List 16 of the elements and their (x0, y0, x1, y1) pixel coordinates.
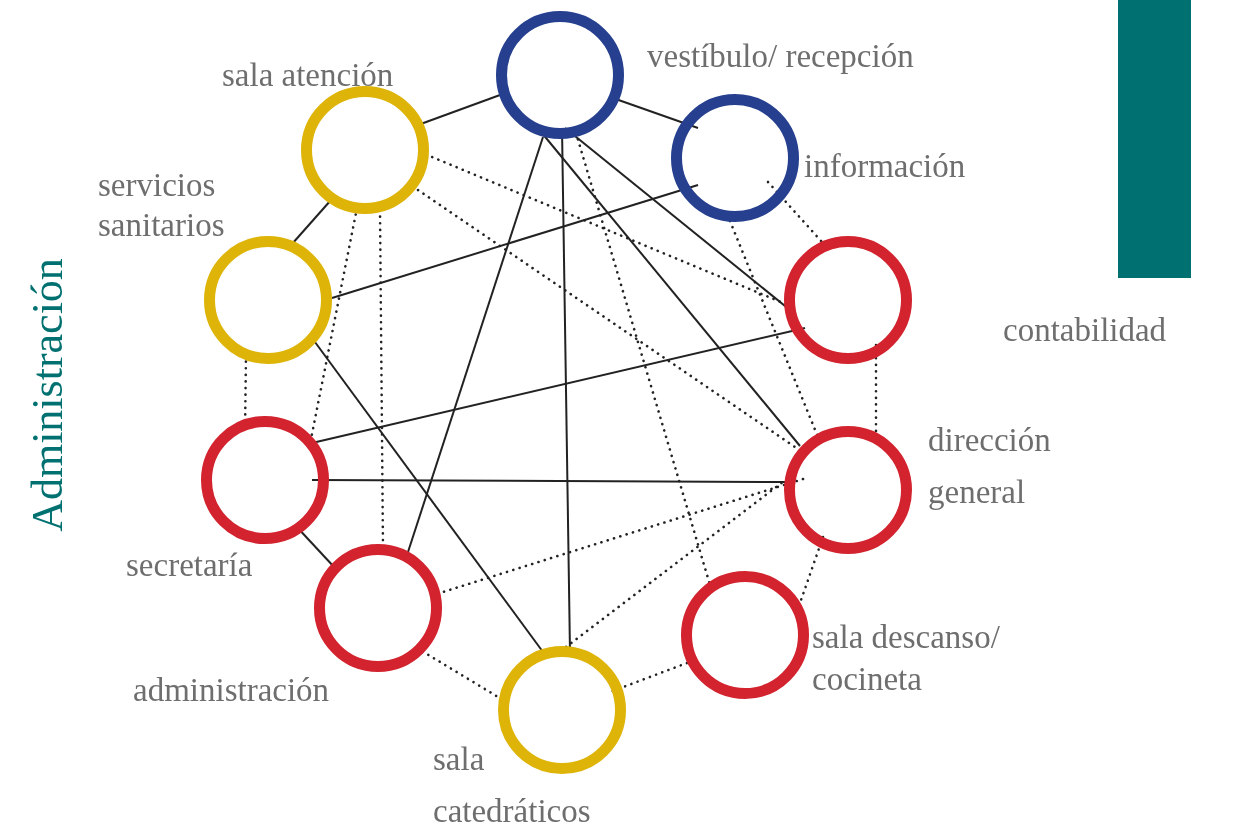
node-label: dirección general (928, 421, 1052, 512)
node-label: contabilidad (1003, 311, 1167, 350)
dotted-connector (874, 343, 878, 434)
node-label: administración (133, 671, 330, 710)
node-label: sala descanso/ cocineta (812, 618, 1001, 699)
connector (407, 136, 544, 553)
dotted-connector (416, 188, 797, 449)
node-label: servicios sanitarios (98, 166, 226, 245)
node-label: sala atención (222, 56, 394, 95)
title: Administración (26, 258, 70, 532)
node-label: vestíbulo/ recepción (647, 37, 914, 76)
node-label: sala catedráticos (433, 740, 592, 829)
node-label: información (804, 147, 966, 186)
dotted-connector (766, 180, 824, 244)
node-label: secretaría (126, 546, 253, 585)
connector (331, 184, 699, 299)
